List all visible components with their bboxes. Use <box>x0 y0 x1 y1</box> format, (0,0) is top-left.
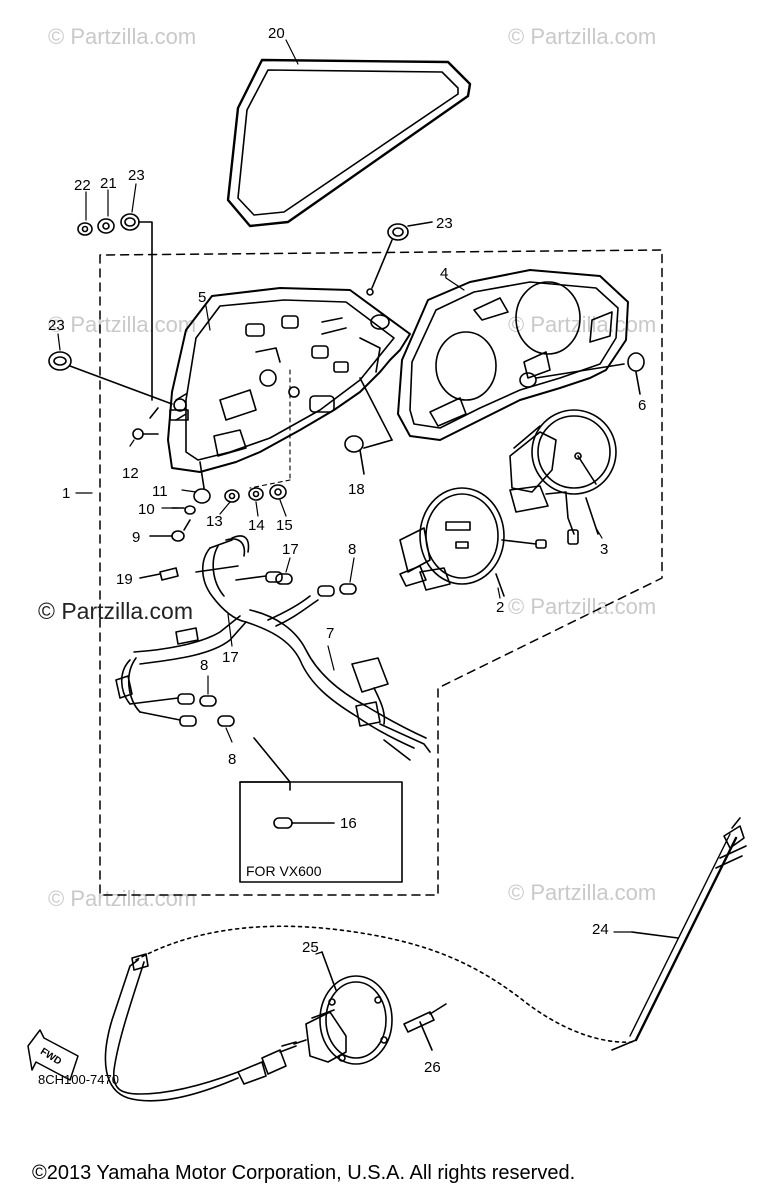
wire-harness <box>116 536 430 760</box>
assembly-boundary <box>100 250 662 895</box>
callout-14: 14 <box>248 517 265 534</box>
callout-8-top: 8 <box>348 541 356 558</box>
callout-11: 11 <box>152 483 168 500</box>
callout-13: 13 <box>206 513 223 530</box>
lower-cable <box>105 954 296 1101</box>
watermark-top-right: © Partzilla.com <box>508 24 657 49</box>
watermark-featured: © Partzilla.com <box>38 598 193 624</box>
callout-3: 3 <box>600 541 608 558</box>
speedometer-unit <box>400 488 546 596</box>
gasket-ring <box>228 60 470 226</box>
callout-17-lower: 17 <box>222 649 239 666</box>
callout-5: 5 <box>198 289 206 306</box>
callout-7: 7 <box>326 625 334 642</box>
diagram-code: 8CH100-7470 <box>38 1072 119 1087</box>
callout-12: 12 <box>122 465 139 482</box>
small-fasteners <box>133 429 286 580</box>
grommet-left <box>49 352 188 420</box>
callout-1: 1 <box>62 485 70 502</box>
callout-22: 22 <box>74 177 91 194</box>
meter-case <box>168 288 410 488</box>
callout-numbers: 20 22 21 23 23 23 5 4 6 12 18 1 11 10 13… <box>38 25 646 1076</box>
case-reference-lines <box>250 370 290 488</box>
watermark-lower-right: © Partzilla.com <box>508 594 657 619</box>
callout-8-mid: 8 <box>200 657 208 674</box>
callout-16: 16 <box>340 815 357 832</box>
callout-25: 25 <box>302 939 319 956</box>
grommet-top-right <box>367 222 432 295</box>
callout-21: 21 <box>100 175 117 192</box>
callout-23-right: 23 <box>436 215 453 232</box>
grommet-18 <box>345 378 392 474</box>
indicator-bulbs <box>200 574 356 726</box>
callout-23-top: 23 <box>128 167 145 184</box>
callout-4: 4 <box>440 265 448 282</box>
watermark-bottom-left: © Partzilla.com <box>48 886 197 911</box>
callout-20: 20 <box>268 25 285 42</box>
drive-pin <box>404 1004 446 1050</box>
drive-unit <box>282 952 392 1064</box>
callout-17-top: 17 <box>282 541 299 558</box>
watermark-mid-right: © Partzilla.com <box>508 312 657 337</box>
small-cap <box>628 353 644 394</box>
speedometer-cable <box>136 818 746 1050</box>
watermark-bottom-right: © Partzilla.com <box>508 880 657 905</box>
watermark-top-left: © Partzilla.com <box>48 24 197 49</box>
callout-15: 15 <box>276 517 293 534</box>
callout-6: 6 <box>638 397 646 414</box>
small-nuts-top <box>78 214 158 418</box>
copyright-notice: ©2013 Yamaha Motor Corporation, U.S.A. A… <box>32 1162 576 1184</box>
callout-9: 9 <box>132 529 140 546</box>
callout-26: 26 <box>424 1059 441 1076</box>
callout-23-left: 23 <box>48 317 65 334</box>
callout-2: 2 <box>496 599 504 616</box>
callout-24: 24 <box>592 921 609 938</box>
meter-panel <box>398 270 628 440</box>
leader-lines <box>58 40 632 954</box>
tachometer-unit <box>510 410 616 544</box>
callout-18: 18 <box>348 481 365 498</box>
callout-10: 10 <box>138 501 155 518</box>
fwd-arrow-icon <box>28 1030 78 1080</box>
inset-box-vx600 <box>240 782 402 882</box>
callout-19: 19 <box>116 571 133 588</box>
note-label-vx600: FOR VX600 <box>246 863 322 879</box>
watermark-mid-left: © Partzilla.com <box>48 312 197 337</box>
callout-8-bottom: 8 <box>228 751 236 768</box>
